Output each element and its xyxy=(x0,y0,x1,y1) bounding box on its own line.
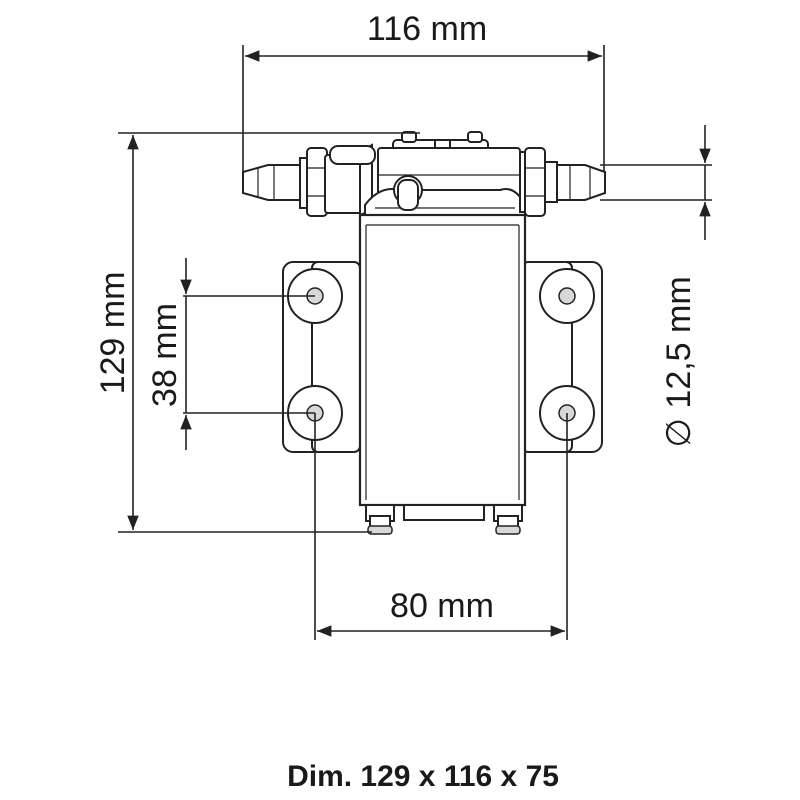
height-label: 129 mm xyxy=(94,272,132,395)
pump-outline xyxy=(242,131,606,535)
dimensions-caption: Dim. 129 x 116 x 75 xyxy=(287,760,559,793)
left-mount-bracket xyxy=(282,261,362,453)
right-hose-barb xyxy=(544,161,606,203)
bottom-terminals xyxy=(365,504,523,535)
diameter-label: ∅ 12,5 mm xyxy=(660,276,698,447)
dimension-height: 129 mm xyxy=(94,132,420,533)
pump-head xyxy=(329,131,526,219)
dimension-mount-vertical: 38 mm xyxy=(146,258,315,450)
dimension-width: 116 mm xyxy=(242,10,605,172)
motor-body xyxy=(358,213,527,507)
left-hose-barb xyxy=(242,157,309,209)
mount-vertical-label: 38 mm xyxy=(146,303,184,407)
mount-horizontal-label: 80 mm xyxy=(390,587,494,625)
right-mount-bracket xyxy=(521,261,603,453)
right-fitting-nut xyxy=(519,147,546,217)
width-label: 116 mm xyxy=(367,10,487,48)
dimension-mount-horizontal: 80 mm xyxy=(314,413,568,640)
dimension-diameter: ∅ 12,5 mm xyxy=(600,125,712,448)
